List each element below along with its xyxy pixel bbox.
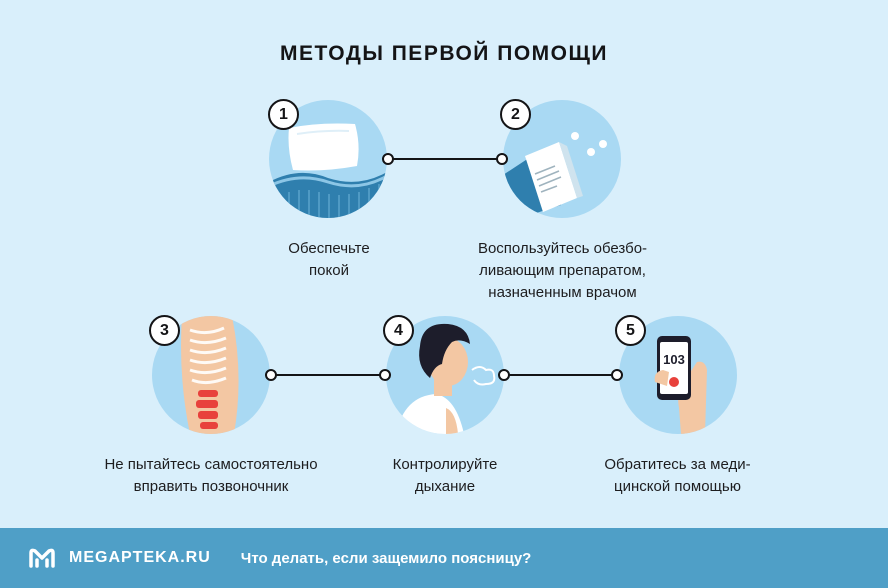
step-1-label: Обеспечьте покой bbox=[288, 240, 370, 279]
step-4-illustration bbox=[386, 316, 504, 434]
step-4-label: Контролируйте дыхание bbox=[392, 456, 498, 495]
footer-caption: Что делать, если защемило поясницу? bbox=[240, 549, 532, 567]
breathing-person-icon bbox=[396, 323, 496, 434]
step-2-number: 2 bbox=[500, 99, 531, 130]
step-5-label: Обратитесь за меди- цинской помощью bbox=[604, 456, 751, 495]
medicine-box-icon bbox=[503, 132, 607, 218]
step-5-illustration: 103 bbox=[619, 316, 737, 434]
footer-bar: MEGAPTEKA.RU Что делать, если защемило п… bbox=[0, 528, 888, 588]
step-2-label: Воспользуйтесь обезбо- ливающим препарат… bbox=[477, 240, 648, 301]
brand-logo[interactable]: MEGAPTEKA.RU bbox=[28, 546, 211, 570]
brand-name: MEGAPTEKA.RU bbox=[69, 549, 211, 566]
step-1-illustration bbox=[269, 100, 387, 218]
step-1-number: 1 bbox=[268, 99, 299, 130]
phone-call-icon: 103 bbox=[654, 336, 707, 434]
step-3-number: 3 bbox=[149, 315, 180, 346]
step-connectors bbox=[265, 153, 623, 381]
phone-screen-number: 103 bbox=[663, 352, 685, 367]
page-title: МЕТОДЫ ПЕРВОЙ ПОМОЩИ bbox=[280, 42, 608, 65]
step-4-number: 4 bbox=[383, 315, 414, 346]
step-3-label: Не пытайтесь самостоятельно вправить поз… bbox=[104, 456, 318, 495]
spine-icon bbox=[181, 316, 239, 434]
megapteka-logo-icon bbox=[29, 548, 55, 568]
step-5-number: 5 bbox=[615, 315, 646, 346]
step-3-illustration bbox=[152, 316, 270, 434]
pillow-icon bbox=[269, 123, 387, 218]
